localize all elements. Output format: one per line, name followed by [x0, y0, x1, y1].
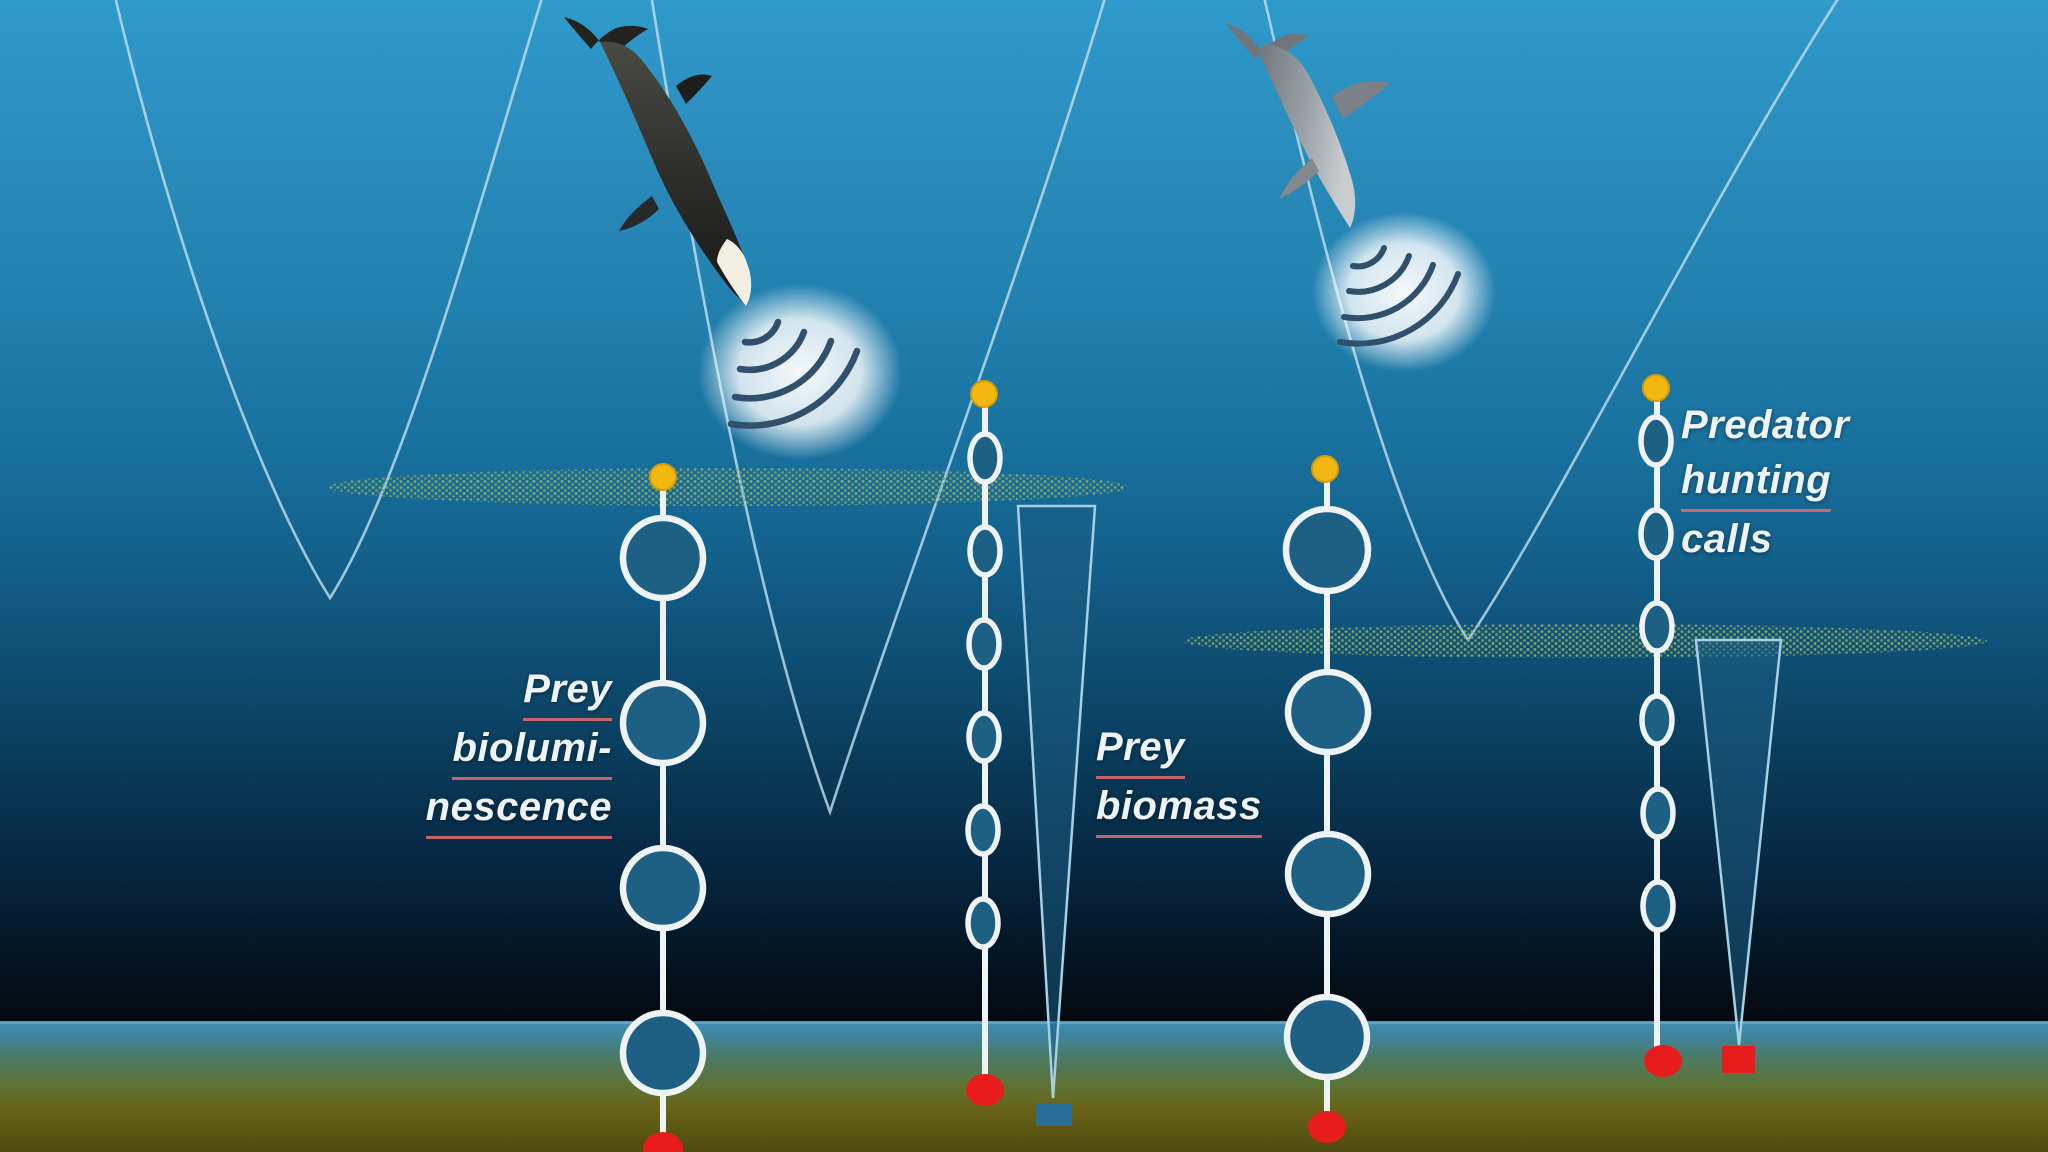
red-echosounder-instrument	[1722, 1046, 1755, 1073]
blue-echosounder-instrument	[1036, 1103, 1072, 1126]
anchor-icon	[966, 1074, 1004, 1106]
bioluminescence-sensors	[619, 514, 707, 1097]
scattering-layer-icon	[1183, 624, 1987, 658]
chain-link-icon	[1638, 507, 1674, 561]
echo-glow	[1312, 212, 1496, 372]
label-line: nescence	[300, 780, 612, 839]
bioluminescence-sensor-icon	[1282, 505, 1372, 595]
dolphin-group	[1226, 23, 1496, 372]
surface-float-icon	[649, 463, 677, 491]
chain-link-icon	[1640, 879, 1676, 933]
echolocation-waves-icon	[727, 318, 861, 429]
chain-link-icon	[965, 803, 1001, 857]
dive-track-icon	[114, 0, 543, 601]
right-hydrophone-mooring	[1638, 374, 1682, 1077]
chain-link-icon	[967, 524, 1003, 578]
label-line: Prey	[300, 662, 612, 721]
label-prey-bioluminescence: Prey biolumi- nescence	[300, 662, 612, 839]
bioluminescence-sensor-icon	[1284, 668, 1372, 756]
scattering-layer-icon	[328, 468, 1128, 506]
bioluminescence-sensor-icon	[619, 514, 707, 602]
echolocation-waves-icon	[1337, 245, 1461, 347]
left-bioluminescence-mooring	[619, 463, 707, 1152]
left-biomass-mooring	[965, 380, 1004, 1106]
echosounder-beam-icon	[1016, 504, 1097, 1099]
label-line: biolumi-	[300, 721, 612, 780]
bioluminescence-sensors	[1282, 505, 1372, 1081]
dive-track-icon	[650, 0, 1106, 817]
bioluminescence-sensor-icon	[619, 844, 707, 932]
label-line: Prey	[1096, 720, 1262, 779]
beaked-whale-group	[564, 17, 902, 460]
bioluminescence-sensor-icon	[619, 1009, 707, 1097]
echo-glow	[698, 284, 902, 460]
bioluminescence-sensor-icon	[1284, 830, 1372, 918]
dolphin-icon	[1226, 23, 1390, 228]
label-line: calls	[1681, 517, 1773, 561]
chain-link-icon	[966, 617, 1002, 671]
chain-link-icon	[1639, 693, 1675, 747]
seafloor-edge-highlight	[0, 1021, 2048, 1024]
label-line: hunting	[1681, 453, 1850, 512]
beaked-whale-icon	[564, 17, 752, 306]
bioluminescence-sensor-icon	[1283, 993, 1371, 1081]
bioluminescence-sensor-icon	[619, 679, 707, 767]
label-line: Predator	[1681, 403, 1850, 447]
anchor-icon	[1308, 1111, 1346, 1143]
right-bioluminescence-mooring	[1282, 455, 1372, 1143]
chain-link-icon	[965, 896, 1001, 950]
echosounder-beams	[1016, 504, 1783, 1126]
seafloor	[0, 1022, 2048, 1152]
surface-float-icon	[970, 380, 998, 408]
chain-link-icon	[1640, 786, 1676, 840]
label-prey-biomass: Prey biomass	[1096, 720, 1262, 838]
chain-link-icon	[967, 431, 1003, 485]
label-line: biomass	[1096, 779, 1262, 838]
chain-links	[965, 431, 1003, 950]
chain-link-icon	[1639, 600, 1675, 654]
surface-float-icon	[1642, 374, 1670, 402]
echosounder-beam-icon	[1694, 638, 1783, 1046]
chain-link-icon	[1638, 414, 1674, 468]
label-predator-hunting-calls: Predator hunting calls	[1681, 398, 1850, 567]
anchor-icon	[643, 1132, 683, 1152]
chain-link-icon	[966, 710, 1002, 764]
anchor-icon	[1644, 1045, 1682, 1077]
surface-float-icon	[1311, 455, 1339, 483]
chain-links	[1638, 414, 1676, 933]
